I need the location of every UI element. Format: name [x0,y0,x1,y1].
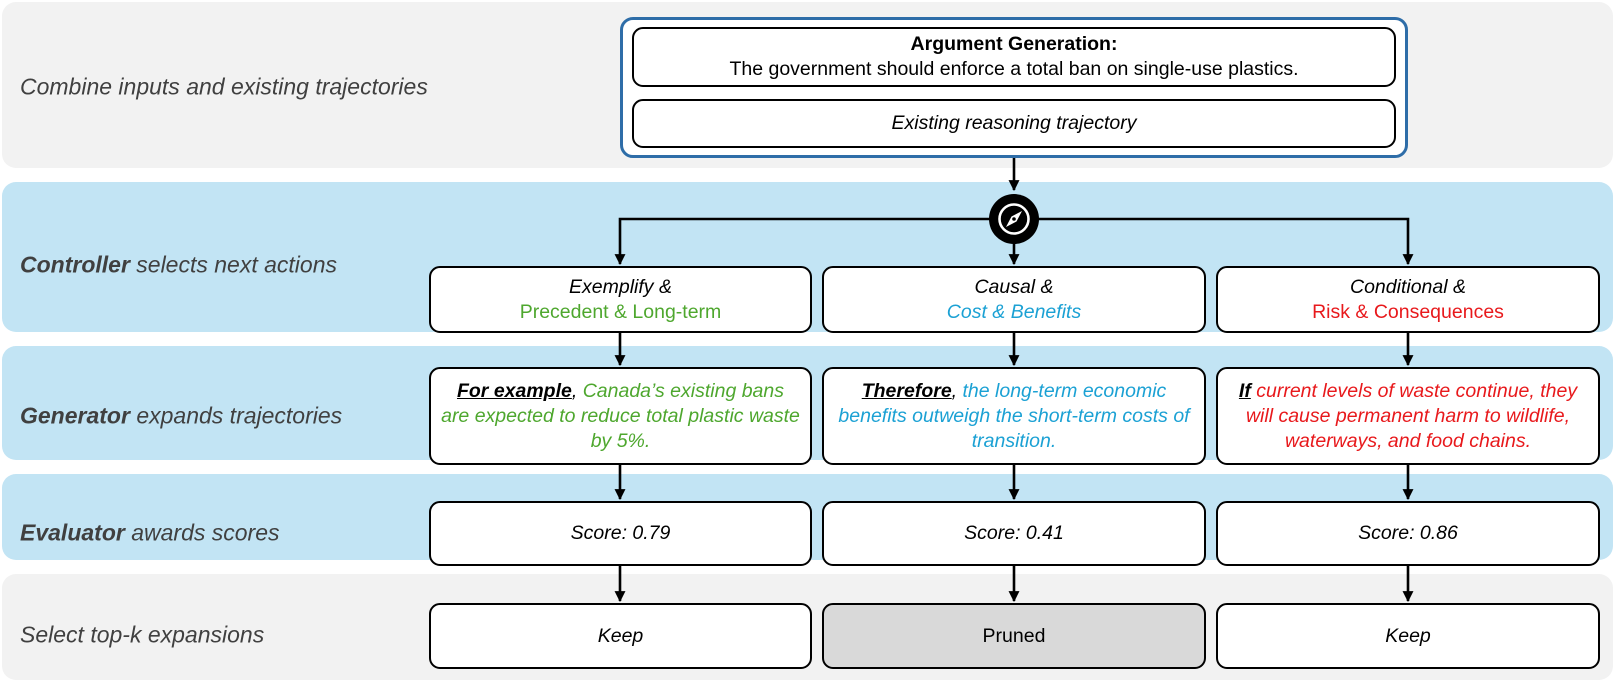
action-box-exemplify: Exemplify & Precedent & Long-term [429,266,812,333]
action-box-conditional: Conditional & Risk & Consequences [1216,266,1600,333]
label-controller: Controller selects next actions [20,251,337,278]
label-evaluator: Evaluator awards scores [20,519,280,546]
score-box-exemplify: Score: 0.79 [429,501,812,566]
result-box-exemplify: Keep [429,603,812,669]
label-generator: Generator expands trajectories [20,402,343,429]
label-select: Select top-k expansions [20,621,265,648]
argument-title: Argument Generation: [910,33,1118,55]
compass-icon [989,194,1039,244]
result-box-conditional: Keep [1216,603,1600,669]
generation-box-exemplify: For example, Canada’s existing bans are … [429,367,812,465]
argument-statement: The government should enforce a total ba… [729,58,1299,80]
generation-box-conditional: If current levels of waste continue, the… [1216,367,1600,465]
score-box-causal: Score: 0.41 [822,501,1206,566]
argument-generation-box: Argument Generation: The government shou… [632,27,1396,87]
label-combine: Combine inputs and existing trajectories [20,73,428,100]
existing-trajectory-box: Existing reasoning trajectory [632,99,1396,148]
score-box-conditional: Score: 0.86 [1216,501,1600,566]
generation-box-causal: Therefore, the long-term economic benefi… [822,367,1206,465]
action-box-causal: Causal & Cost & Benefits [822,266,1206,333]
result-box-causal-pruned: Pruned [822,603,1206,669]
